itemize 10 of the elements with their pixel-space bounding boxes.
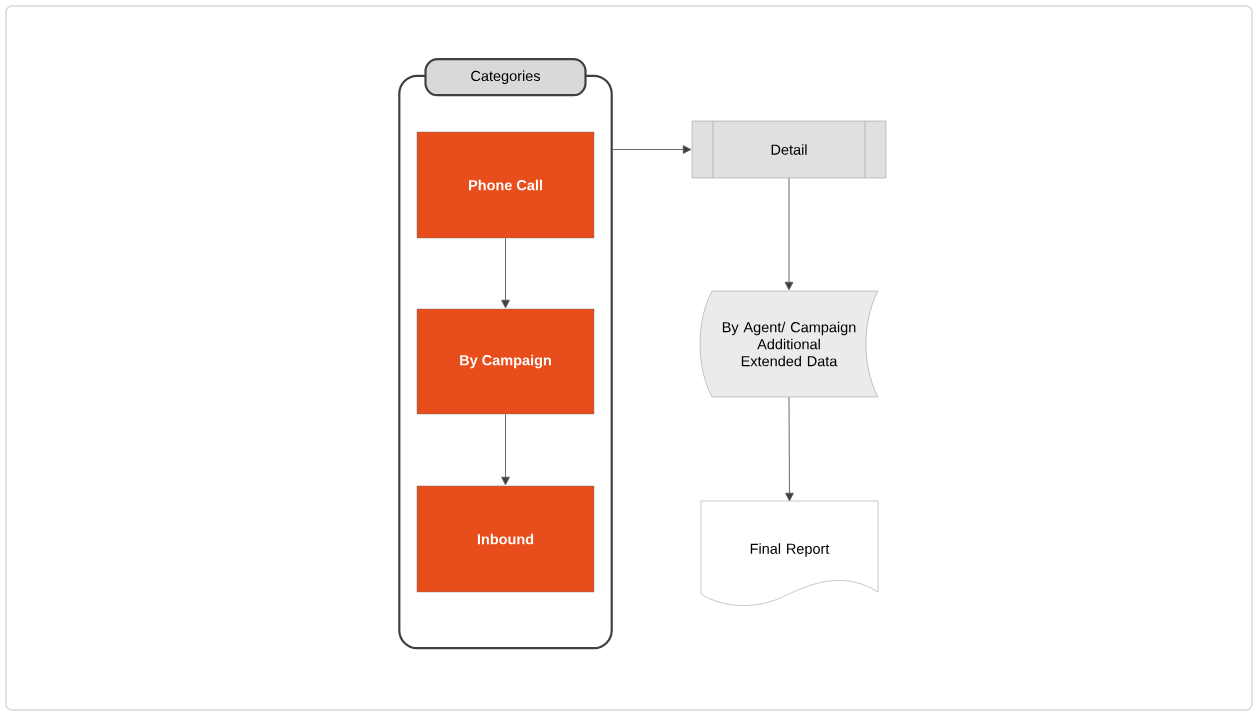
arrow [501, 413, 510, 486]
arrow [784, 177, 794, 291]
arrow [612, 145, 692, 154]
heading-pill: Categories [424, 58, 587, 97]
arrow [785, 396, 794, 502]
process-box: Inbound [416, 485, 595, 593]
process-box: Phone Call [416, 131, 595, 239]
predefined-process-box: Detail [691, 120, 887, 179]
process-box: By Campaign [416, 308, 595, 415]
arrow [501, 237, 510, 309]
